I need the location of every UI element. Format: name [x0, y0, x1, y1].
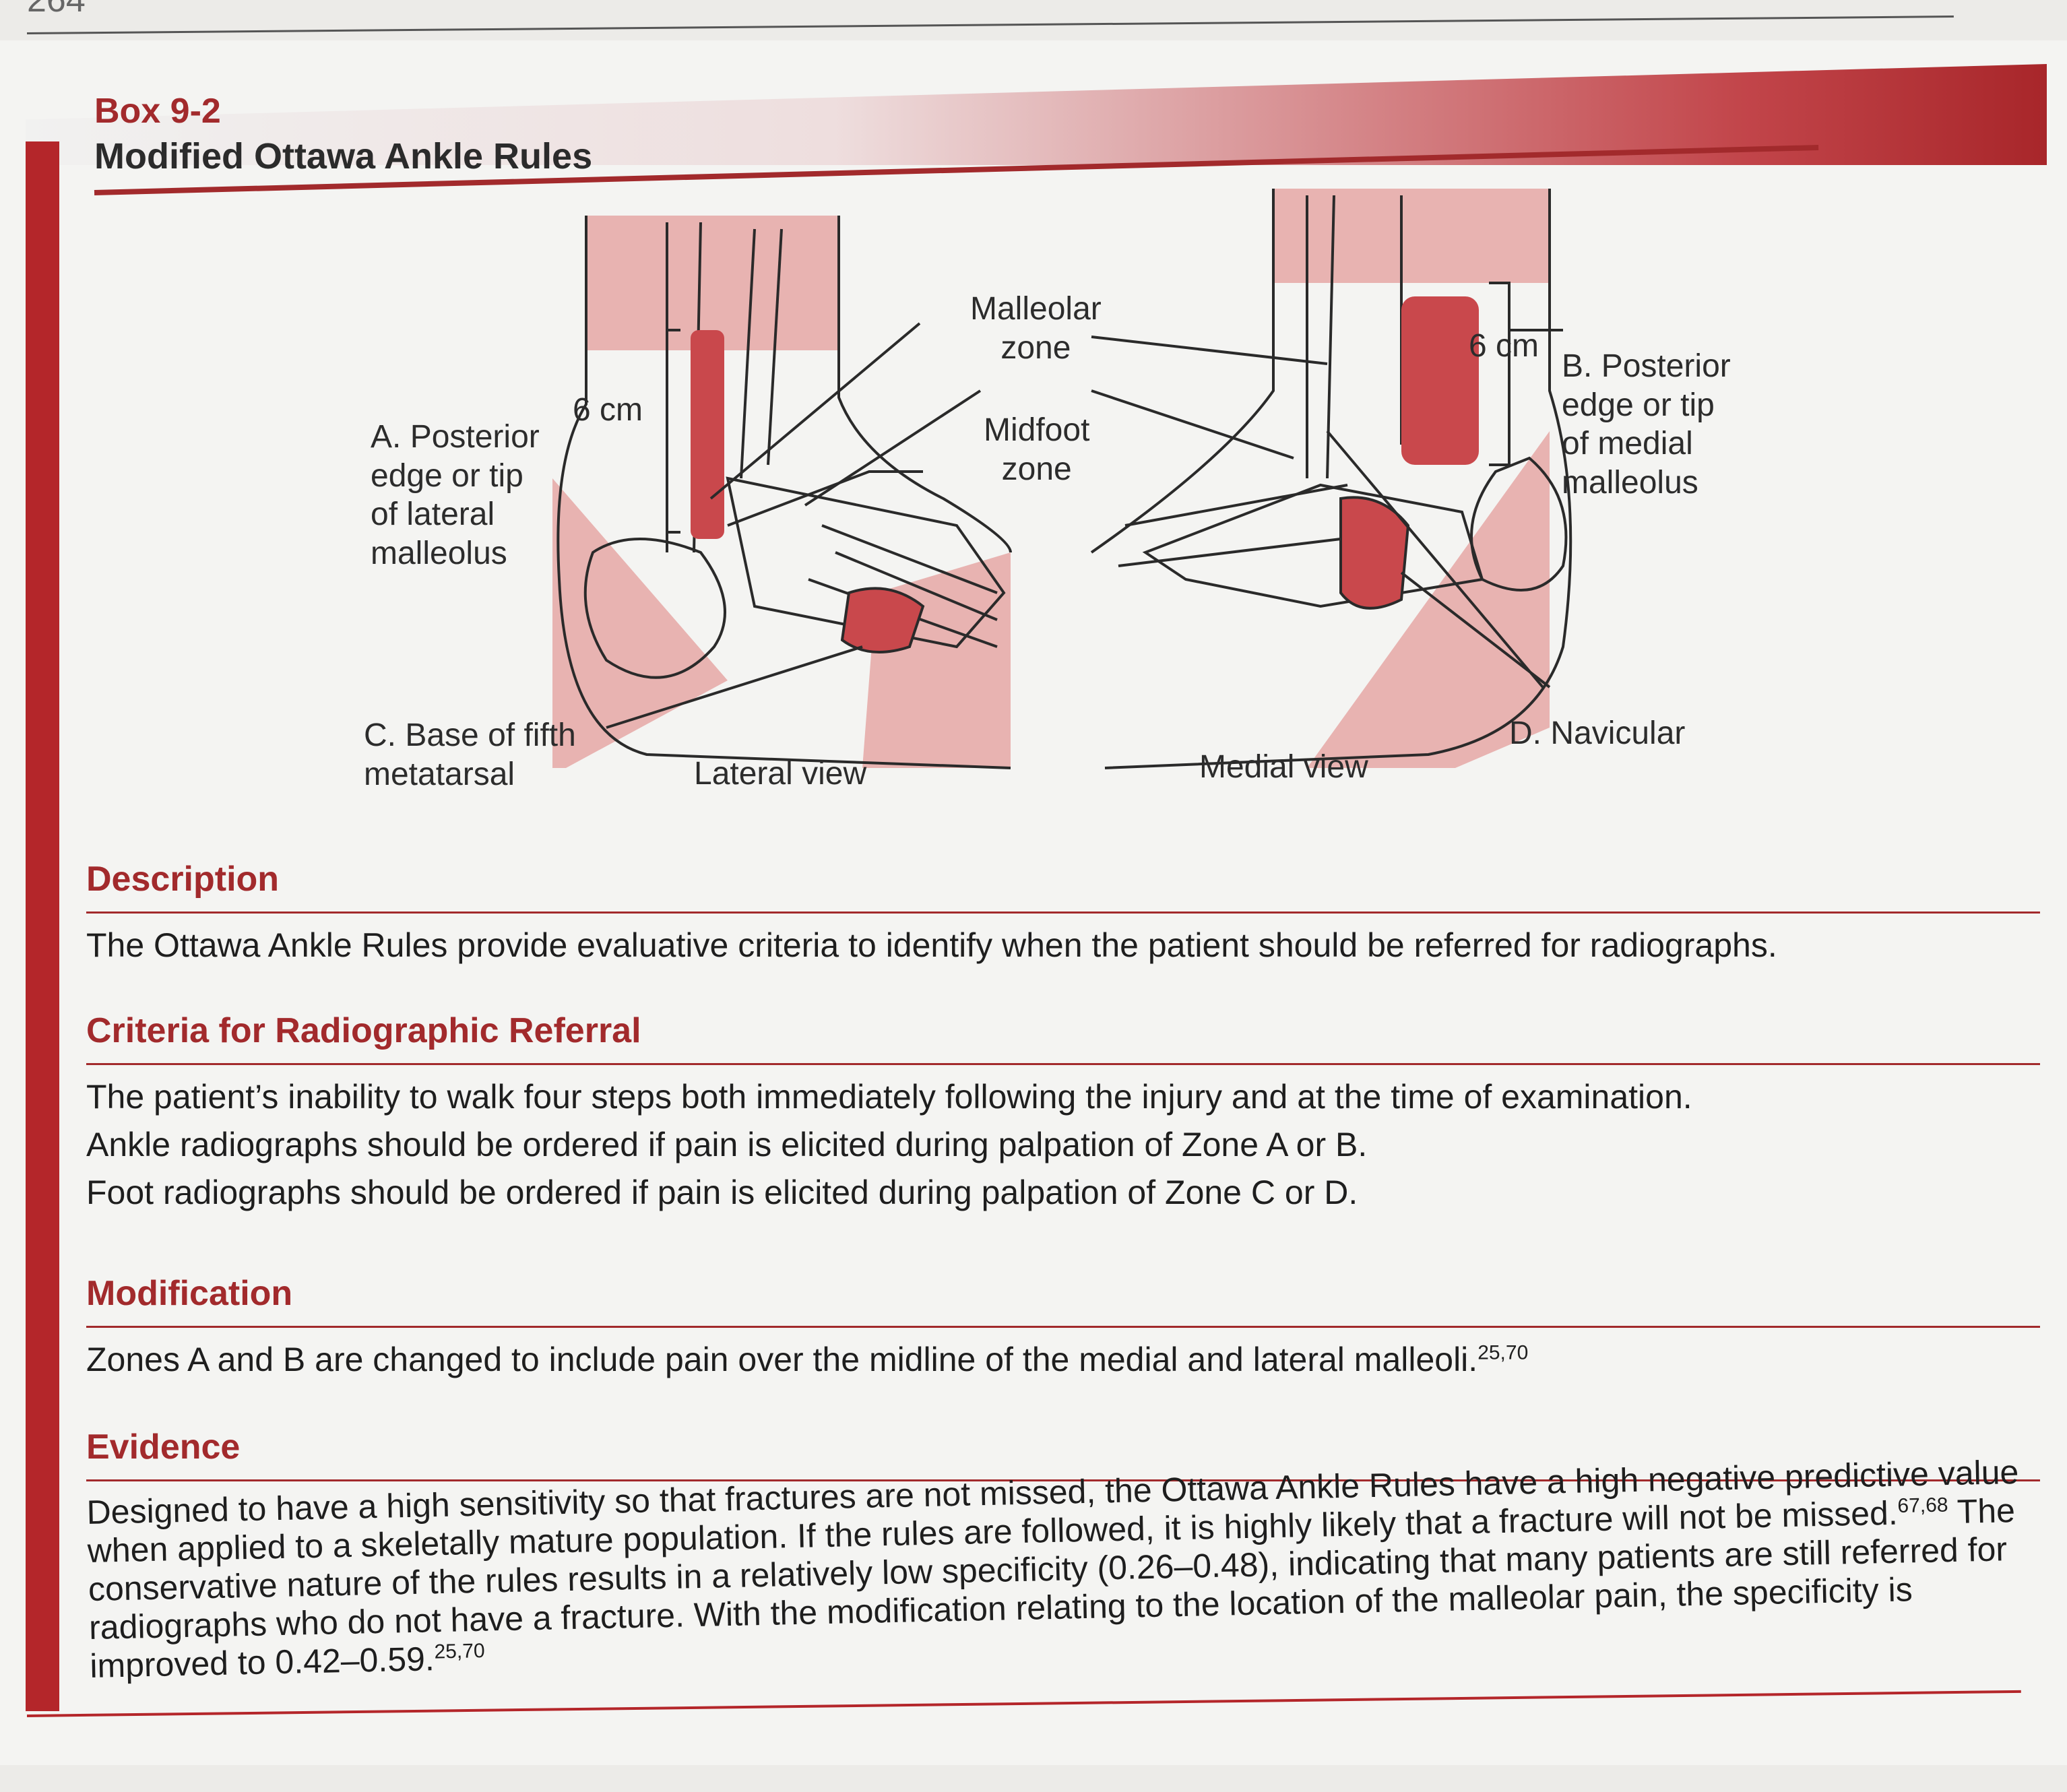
evidence-ref-2: 25,70 [434, 1640, 485, 1663]
lateral-view-drawing [552, 216, 1012, 769]
label-zone-d: D. Navicular [1509, 715, 1686, 751]
ankle-illustration [552, 189, 1572, 769]
rule-modification [86, 1326, 2040, 1328]
box-header: Box 9-2 Modified Ottawa Ankle Rules [94, 91, 592, 177]
box-label: Box 9-2 [94, 92, 221, 131]
label-six-cm-left: 6 cm [573, 392, 643, 428]
box-title: Modified Ottawa Ankle Rules [94, 136, 593, 177]
criteria-line-3: Foot radiographs should be ordered if pa… [86, 1174, 1358, 1211]
label-zone-c: C. Base of fifth metatarsal [364, 717, 576, 792]
heading-modification: Modification [86, 1274, 293, 1313]
box-left-bar [26, 141, 59, 1711]
top-rule [26, 15, 1954, 34]
label-six-cm-right: 6 cm [1469, 328, 1539, 364]
label-malleolar-zone: Malleolar zone [970, 291, 1102, 366]
medial-view-drawing [1090, 189, 1572, 769]
description-text: The Ottawa Ankle Rules provide evaluativ… [86, 926, 1777, 964]
criteria-line-1: The patient’s inability to walk four ste… [86, 1078, 1692, 1116]
heading-criteria: Criteria for Radiographic Referral [86, 1011, 641, 1050]
section-evidence: Evidence Designed to have a high sensiti… [86, 1427, 2047, 1686]
label-medial-view: Medial view [1199, 749, 1368, 785]
evidence-ref-1: 67,68 [1897, 1494, 1948, 1518]
label-lateral-view: Lateral view [694, 756, 867, 792]
ankle-figure: Malleolar zone Midfoot zone 6 cm 6 cm La… [350, 175, 1859, 815]
evidence-text: Designed to have a high sensitivity so t… [86, 1453, 2030, 1686]
rule-criteria [86, 1063, 2040, 1065]
heading-description: Description [86, 860, 280, 899]
rule-evidence [86, 1479, 2040, 1481]
modification-text: Zones A and B are changed to include pai… [86, 1336, 2047, 1384]
label-midfoot-zone: Midfoot zone [984, 412, 1090, 487]
page-number: 264 [27, 0, 86, 20]
rule-description [86, 911, 2040, 914]
section-description: Description The Ottawa Ankle Rules provi… [86, 859, 2047, 969]
label-zone-a: A. Posterior edge or tip of lateral mall… [371, 419, 540, 571]
heading-evidence: Evidence [86, 1428, 241, 1467]
modification-body: Zones A and B are changed to include pai… [86, 1341, 1478, 1378]
box-panel [0, 40, 2067, 1765]
label-zone-b: B. Posterior edge or tip of medial malle… [1562, 348, 1731, 501]
modification-ref: 25,70 [1477, 1341, 1529, 1364]
criteria-line-2: Ankle radiographs should be ordered if p… [86, 1126, 1368, 1163]
section-criteria: Criteria for Radiographic Referral The p… [86, 1011, 2047, 1217]
section-modification: Modification Zones A and B are changed t… [86, 1273, 2047, 1384]
